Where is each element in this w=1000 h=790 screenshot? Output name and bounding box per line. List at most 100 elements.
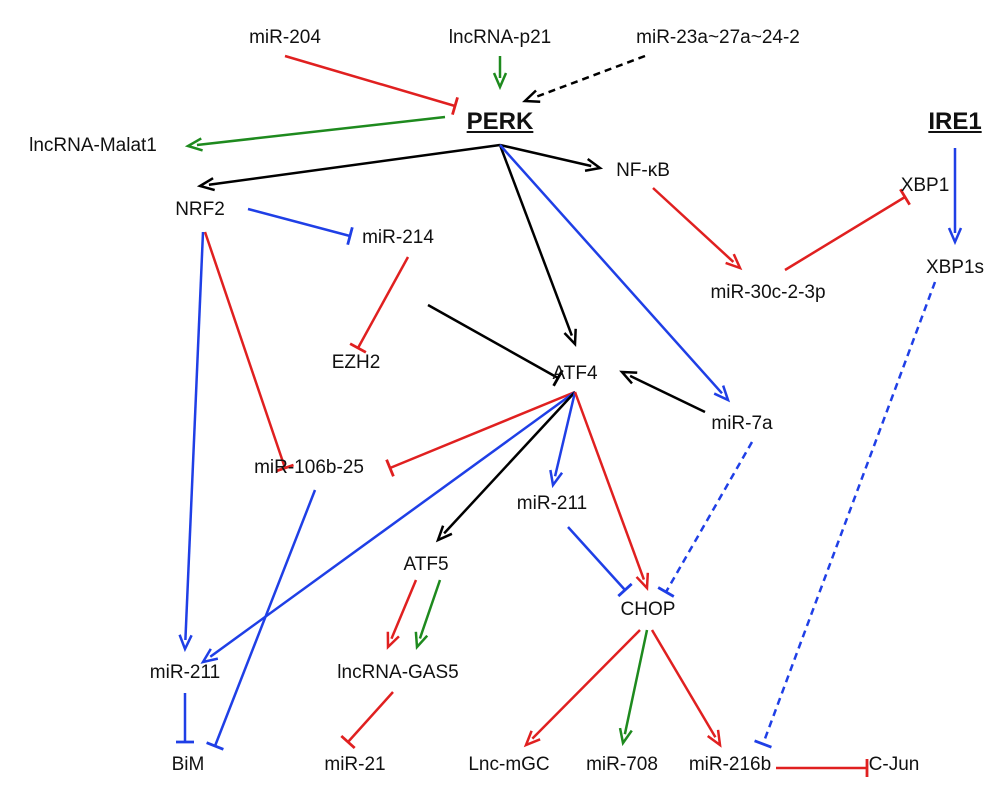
edge-perk-to-malat1-arrowhead — [184, 137, 203, 152]
edge-perk-to-malat1 — [184, 115, 446, 152]
edge-gas5-to-mir21 — [340, 691, 394, 750]
node-mir-708: miR-708 — [586, 754, 658, 775]
edge-perk-to-mir7a-line — [499, 144, 723, 395]
edge-mir204-to-perk-line — [284, 54, 456, 108]
edge-chop-to-lncmgc-line — [531, 629, 641, 740]
node-lncrna-p21: lncRNA-p21 — [448, 27, 552, 48]
edge-atf5-to-gas5-right-line — [418, 579, 442, 639]
edge-mir204-to-perk — [284, 54, 459, 116]
edge-mir30c-to-xbp1-line — [784, 195, 906, 272]
edge-mir23a-to-perk-arrowhead — [522, 89, 541, 103]
edge-atf4-to-mir211b — [200, 390, 576, 664]
edge-mir30c-to-xbp1-tbar — [899, 188, 911, 206]
edge-perk-to-nfkb-line — [499, 143, 592, 168]
node-chop: CHOP — [620, 599, 676, 620]
edge-mir23a-to-perk-line — [532, 54, 646, 100]
edge-atf4-to-mir211a — [549, 391, 577, 489]
edge-atf5-to-gas5-right — [414, 579, 442, 651]
edge-chop-to-lncmgc-arrowhead — [523, 730, 541, 748]
node-atf4: ATF4 — [552, 363, 598, 384]
edge-atf4-to-chop — [573, 391, 650, 591]
edge-mir106-to-bim — [206, 489, 317, 751]
edge-atf4-to-mir106-line — [389, 390, 576, 470]
edge-mir216b-to-cjun — [776, 759, 869, 777]
edge-perk-to-atf4 — [498, 144, 577, 347]
edge-atf4-to-mir211a-arrowhead — [549, 469, 564, 489]
node-nf-kb: NF-κB — [616, 160, 670, 181]
edge-perk-to-atf4-arrowhead — [563, 328, 577, 347]
edge-nrf2-to-mir211b-arrowhead — [178, 634, 193, 653]
edge-atf4-to-mir106-tbar — [385, 459, 395, 477]
edge-perk-to-nfkb-arrowhead — [584, 158, 604, 172]
edge-mir214-to-ezh2-line — [356, 256, 410, 349]
edge-chop-to-mir216b-line — [650, 629, 717, 738]
edge-xbp1s-to-mir216b-tbar — [754, 739, 772, 749]
node-mir-204: miR-204 — [249, 27, 321, 48]
edge-nfkb-to-mir30c-line — [652, 187, 735, 263]
edge-perk-to-atf4-line — [498, 144, 573, 337]
edge-atf4-to-mir106 — [385, 390, 576, 477]
edge-ire1-to-xbp1s — [947, 148, 963, 246]
edge-nfkb-to-mir30c-arrowhead — [725, 253, 743, 271]
edge-lncp21-to-perk — [492, 56, 508, 91]
node-lncrna-malat1: lncRNA-Malat1 — [29, 135, 157, 156]
edge-atf4-to-chop-arrowhead — [635, 572, 650, 591]
edge-chop-to-lncmgc — [523, 629, 641, 748]
edge-xbp1s-to-mir216b-line — [761, 281, 937, 745]
edge-nrf2-to-mir106-tbar — [276, 463, 294, 473]
edge-mir214-to-atf4 — [427, 303, 564, 387]
node-mir-214: miR-214 — [362, 227, 434, 248]
node-ezh2: EZH2 — [331, 352, 381, 373]
edge-atf4-to-mir211b-line — [209, 390, 576, 658]
edge-chop-to-mir708 — [618, 629, 649, 747]
edge-perk-to-malat1-line — [196, 115, 446, 147]
edge-chop-to-mir708-arrowhead — [618, 727, 633, 747]
node-mir-21: miR-21 — [324, 754, 386, 775]
edge-mir214-to-ezh2-tbar — [349, 342, 367, 354]
edge-mir7a-to-chop-line — [664, 441, 754, 593]
node-mir-7a: miR-7a — [711, 413, 773, 434]
node-atf5: ATF5 — [403, 554, 449, 575]
node-mir-211-atf4-target: miR-211 — [516, 493, 588, 514]
node-lncrna-gas5: lncRNA-GAS5 — [337, 662, 459, 683]
edge-nrf2-to-mir214-tbar — [346, 226, 354, 246]
edge-mir7a-to-chop — [657, 441, 754, 598]
edge-chop-to-mir216b-arrowhead — [706, 729, 722, 748]
node-ire1: IRE1 — [928, 108, 982, 135]
edge-mir7a-to-atf4-line — [629, 374, 706, 414]
edge-chop-to-mir708-line — [623, 629, 649, 735]
node-mir-23a-27a-24-2: miR-23a~27a~24-2 — [636, 27, 800, 48]
edge-mir7a-to-atf4 — [619, 370, 706, 414]
node-mir-216b: miR-216b — [688, 754, 772, 775]
edge-perk-to-nrf2 — [196, 143, 501, 192]
node-mir-30c-2-3p: miR-30c-2-3p — [710, 282, 826, 303]
edge-nrf2-to-mir214-line — [247, 207, 351, 238]
edge-mir7a-to-atf4-arrowhead — [619, 370, 638, 385]
edge-mir211a-to-chop-tbar — [617, 582, 633, 598]
edge-mir214-to-atf4-line — [427, 303, 559, 380]
edge-mir211a-to-chop — [567, 526, 633, 598]
edge-nrf2-to-mir106 — [203, 231, 294, 473]
node-xbp1: XBP1 — [900, 175, 950, 196]
edge-atf4-to-mir211a-line — [553, 391, 577, 477]
node-mir-211-bim-regulator: miR-211 — [149, 662, 221, 683]
edge-atf4-to-mir211b-arrowhead — [200, 648, 219, 664]
edge-atf4-to-atf5-arrowhead — [435, 525, 453, 543]
edge-gas5-to-mir21-tbar — [340, 734, 356, 750]
node-lnc-mgc: Lnc-mGC — [468, 754, 550, 775]
edge-mir214-to-ezh2 — [349, 256, 410, 354]
edge-atf5-to-gas5-right-arrowhead — [414, 631, 429, 651]
edge-atf4-to-atf5-line — [443, 391, 576, 535]
node-perk: PERK — [466, 108, 534, 135]
edge-mir204-to-perk-tbar — [451, 96, 459, 116]
edge-gas5-to-mir21-line — [347, 691, 394, 743]
edge-atf5-to-gas5-left-line — [390, 579, 418, 640]
edge-ire1-to-xbp1s-arrowhead — [947, 227, 963, 246]
edge-perk-to-nrf2-line — [208, 143, 501, 187]
edge-perk-to-nrf2-arrowhead — [196, 177, 216, 192]
edge-atf4-to-atf5 — [435, 391, 576, 543]
edge-perk-to-nfkb — [499, 143, 604, 172]
edge-mir106-to-bim-tbar — [206, 741, 224, 751]
edge-nfkb-to-mir30c — [652, 187, 743, 271]
edge-mir7a-to-chop-tbar — [657, 586, 675, 598]
